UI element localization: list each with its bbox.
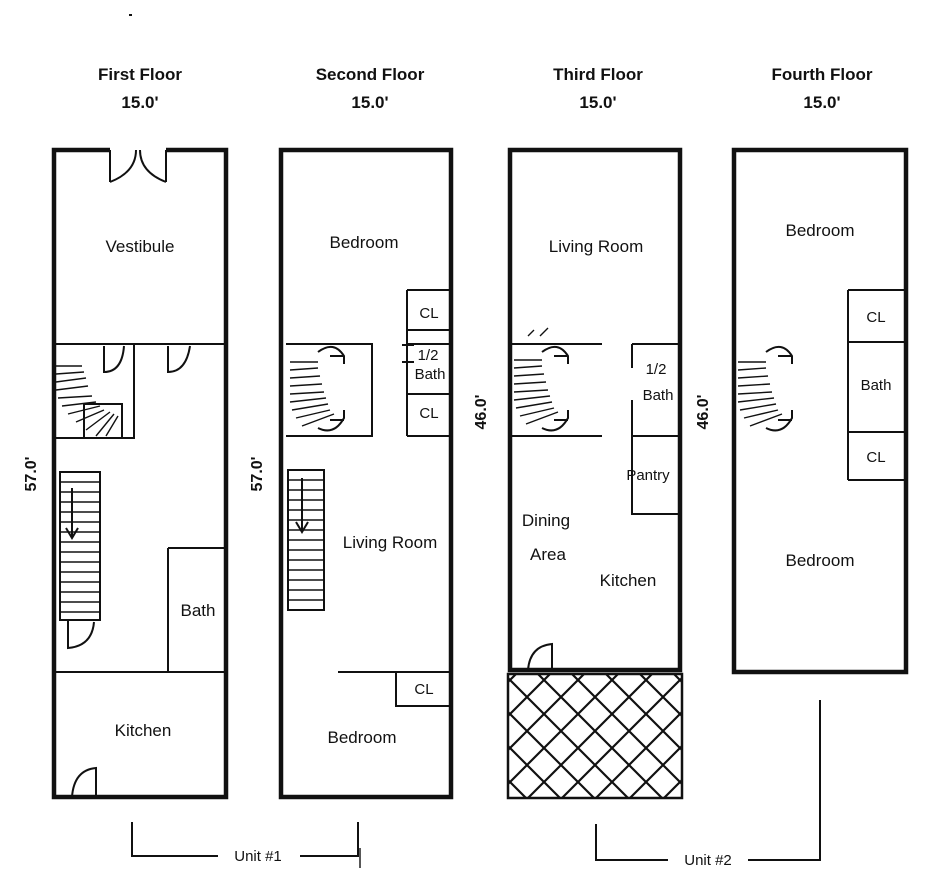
second-floor-living-room-label: Living Room xyxy=(343,533,438,552)
first-floor-depth: 57.0' xyxy=(23,457,40,492)
second-floor-stair-enclosure xyxy=(286,343,373,437)
second-floor-outline xyxy=(278,147,454,800)
fourth-floor-bedroom-bottom-label: Bedroom xyxy=(786,551,855,570)
second-floor-half-bath-door xyxy=(402,344,414,363)
second-floor-width: 15.0' xyxy=(351,93,388,112)
rear-deck-lattice xyxy=(506,672,684,800)
fourth-floor-closet-bottom-label: CL xyxy=(866,449,885,466)
third-floor-kitchen-label: Kitchen xyxy=(600,571,657,590)
fourth-floor-plan: Bedroom CL Bath CL Bedroom xyxy=(731,147,909,675)
unit-2-label: Unit #2 xyxy=(684,852,732,869)
first-floor-kitchen-label: Kitchen xyxy=(115,721,172,740)
fourth-floor-winder-stair xyxy=(737,345,793,432)
third-floor-half-label: 1/2 xyxy=(646,361,667,378)
second-floor-half-label: 1/2 xyxy=(418,347,439,364)
speck-mark xyxy=(129,14,132,16)
fourth-floor-bedroom-top-label: Bedroom xyxy=(786,221,855,240)
third-floor-bath-pantry-walls xyxy=(631,343,680,515)
third-floor-rear-door xyxy=(527,642,553,671)
second-floor-long-stair xyxy=(287,469,325,611)
first-floor-width: 15.0' xyxy=(121,93,158,112)
unit-2-bracket: Unit #2 xyxy=(595,700,821,869)
fourth-floor-title: Fourth Floor xyxy=(771,65,872,84)
third-floor-bath-label: Bath xyxy=(643,387,674,404)
third-floor-winder-stair xyxy=(513,327,569,432)
second-floor-bottom-closet-walls xyxy=(338,671,451,707)
second-floor-closet-mid-label: CL xyxy=(419,405,438,422)
first-floor-stair-enclosure xyxy=(53,344,135,439)
fourth-floor-closet-top-label: CL xyxy=(866,309,885,326)
first-floor-bath-wall xyxy=(167,547,226,672)
second-floor-title: Second Floor xyxy=(316,65,425,84)
first-floor-long-stair xyxy=(59,471,101,650)
first-floor-winder-stair xyxy=(55,365,123,438)
third-floor-width: 15.0' xyxy=(579,93,616,112)
second-floor-plan: Bedroom CL 1/2 Bath CL Living Room CL Be… xyxy=(278,147,454,800)
fourth-floor-bath-label: Bath xyxy=(861,377,892,394)
first-floor-title: First Floor xyxy=(98,65,182,84)
fourth-floor-outline xyxy=(731,147,909,675)
third-floor-outline xyxy=(507,147,683,673)
second-floor-bath-label: Bath xyxy=(415,366,446,383)
fourth-floor-depth: 46.0' xyxy=(695,395,712,430)
first-floor-entry-doors xyxy=(109,146,167,183)
third-floor-plan: Living Room 1/2 Bath Pantry Dining Area … xyxy=(506,147,684,800)
fourth-floor-width: 15.0' xyxy=(803,93,840,112)
second-floor-bedroom-top-label: Bedroom xyxy=(330,233,399,252)
second-floor-closet-top-label: CL xyxy=(419,305,438,322)
vestibule-label: Vestibule xyxy=(106,237,175,256)
unit-1-label: Unit #1 xyxy=(234,848,282,865)
second-floor-depth: 57.0' xyxy=(249,457,266,492)
third-floor-stair-enclosure xyxy=(512,343,602,437)
third-floor-living-room-label: Living Room xyxy=(549,237,644,256)
unit-1-bracket: Unit #1 xyxy=(131,822,361,868)
fourth-floor-closet-walls xyxy=(847,289,906,481)
second-floor-winder-stair xyxy=(289,345,345,432)
first-floor-rear-door xyxy=(71,766,97,798)
vestibule-door-right xyxy=(167,345,191,374)
area-label: Area xyxy=(530,545,566,564)
first-floor-bath-label: Bath xyxy=(181,601,216,620)
second-floor-closet-bottom-label: CL xyxy=(414,681,433,698)
third-floor-depth: 46.0' xyxy=(473,395,490,430)
pantry-label: Pantry xyxy=(626,467,670,484)
second-floor-bedroom-bottom-label: Bedroom xyxy=(328,728,397,747)
dining-label: Dining xyxy=(522,511,570,530)
first-floor-plan: Vestibule Bath Kitchen xyxy=(51,146,229,800)
vestibule-door-left xyxy=(103,345,125,374)
third-floor-title: Third Floor xyxy=(553,65,643,84)
